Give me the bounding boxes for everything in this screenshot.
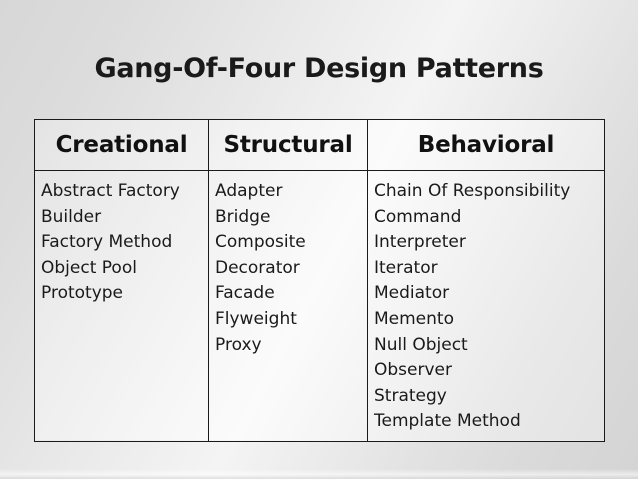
list-item: Chain Of Responsibility (374, 181, 571, 201)
design-patterns-table: Creational Structural Behavioral Abstrac… (34, 119, 605, 442)
list-item: Interpreter (374, 232, 466, 253)
list-item: Adapter (215, 181, 283, 201)
list-item: Template Method (374, 411, 521, 432)
structural-pattern-list: Adapter Bridge Composite Decorator Facad… (215, 179, 361, 358)
list-item: Composite (215, 232, 306, 253)
page-title: Gang-Of-Four Design Patterns (94, 53, 544, 84)
list-item: Decorator (215, 257, 300, 278)
list-item: Bridge (215, 206, 271, 227)
table-header-row: Creational Structural Behavioral (34, 119, 605, 171)
list-item: Flyweight (215, 308, 297, 329)
design-patterns-table-container: Creational Structural Behavioral Abstrac… (34, 119, 605, 442)
column-cell-behavioral: Chain Of Responsibility Command Interpre… (367, 170, 605, 442)
list-item: Strategy (374, 385, 447, 406)
creational-pattern-list: Abstract Factory Builder Factory Method … (41, 179, 202, 307)
column-header-creational: Creational (34, 119, 209, 171)
list-item: Object Pool (41, 257, 137, 278)
list-item: Memento (374, 308, 454, 329)
list-item: Command (374, 206, 462, 227)
behavioral-pattern-list: Chain Of Responsibility Command Interpre… (374, 179, 598, 435)
column-header-structural: Structural (208, 119, 368, 171)
list-item: Abstract Factory (41, 181, 180, 201)
column-header-behavioral: Behavioral (367, 119, 605, 171)
list-item: Prototype (41, 283, 124, 304)
column-cell-structural: Adapter Bridge Composite Decorator Facad… (208, 170, 368, 442)
list-item: Builder (41, 206, 102, 227)
table-row: Abstract Factory Builder Factory Method … (34, 170, 605, 442)
list-item: Observer (374, 360, 452, 381)
list-item: Mediator (374, 283, 450, 304)
column-cell-creational: Abstract Factory Builder Factory Method … (34, 170, 209, 442)
list-item: Iterator (374, 257, 438, 278)
list-item: Factory Method (41, 232, 173, 253)
list-item: Proxy (215, 334, 262, 355)
list-item: Null Object (374, 334, 468, 355)
list-item: Facade (215, 283, 275, 304)
